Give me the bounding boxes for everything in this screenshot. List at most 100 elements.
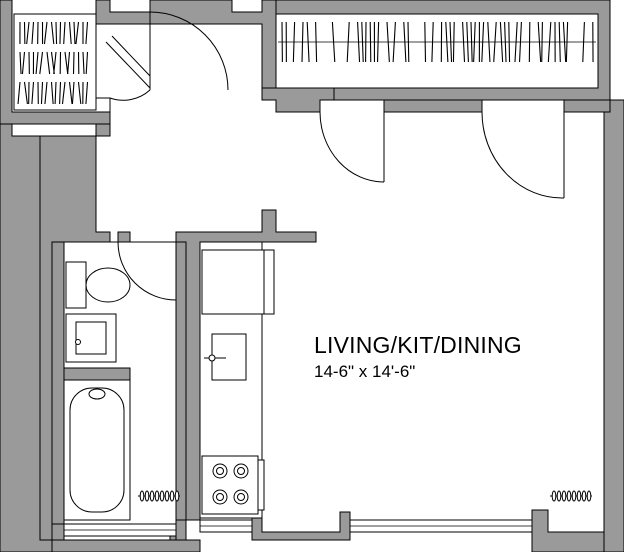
closet-door-leaf-2	[111, 35, 151, 77]
closet-hanger	[547, 21, 552, 63]
radiator-fin	[566, 490, 572, 502]
kitchen	[199, 241, 275, 519]
wall-bath-left	[51, 241, 65, 525]
radiator-fin	[139, 490, 145, 502]
room-name: LIVING/KIT/DINING	[314, 332, 522, 358]
closet-hanger	[306, 21, 310, 63]
closet-hanger	[582, 21, 585, 63]
kitchen-sink	[211, 333, 247, 381]
refrigerator-door	[263, 249, 275, 315]
closet-hanger	[357, 21, 361, 63]
closet-hanger	[31, 21, 35, 45]
closet-hanger	[292, 21, 296, 63]
entry-door-swing-lower	[109, 89, 151, 101]
closet-hanger	[369, 21, 372, 63]
bathtub-drain	[88, 388, 106, 400]
closet-hanger	[537, 21, 542, 63]
closet-hanger	[67, 51, 71, 75]
closet-hanger	[31, 81, 35, 105]
closet-hanger	[466, 21, 469, 63]
stove-panel	[257, 459, 265, 511]
doors	[105, 11, 565, 301]
closet-hanger	[508, 21, 511, 63]
closet-hanger	[44, 81, 48, 105]
wall-bath-lower	[63, 367, 131, 381]
bath-sink-basin	[75, 321, 107, 355]
closet-hanger	[68, 81, 73, 105]
closet-hanger	[39, 51, 44, 75]
radiator-fin	[581, 490, 587, 502]
closet-hanger	[85, 81, 89, 105]
radiator-fin	[561, 490, 567, 502]
closet-hanger	[407, 21, 410, 63]
closet-hanger	[487, 21, 491, 63]
closet-hanger	[54, 81, 57, 105]
radiator-fin	[556, 490, 562, 502]
burner-2-inner	[237, 467, 245, 475]
closet-hanger	[68, 21, 72, 45]
closet-hanger	[470, 21, 473, 63]
radiator-fin	[144, 490, 150, 502]
radiator-bath	[138, 490, 180, 502]
closet-hanger	[462, 21, 466, 63]
closet-hanger	[452, 21, 455, 63]
closet-hanger	[449, 21, 453, 63]
kitchen-sink-drain	[208, 354, 216, 362]
closet-hanger	[315, 21, 318, 63]
closet-hanger	[40, 81, 44, 105]
closet-door-b-swing	[481, 111, 565, 199]
closet-hanger	[26, 21, 30, 45]
room-dimensions: 14-6" x 14'-6"	[314, 362, 416, 381]
closet-hanger	[377, 21, 380, 63]
wall-top-inner-left	[261, 87, 335, 113]
closet-hanger	[63, 21, 66, 45]
radiator-fin	[576, 490, 582, 502]
bath-door-swing	[117, 241, 177, 301]
radiator-fin	[154, 490, 160, 502]
wall-bottom-left	[51, 523, 65, 541]
radiator-fin	[571, 490, 577, 502]
bathroom	[63, 261, 180, 521]
closet-hanger	[386, 21, 390, 63]
closet-hanger	[85, 21, 89, 45]
closet-hanger	[424, 21, 427, 63]
closet-hanger	[85, 51, 89, 75]
closet-hanger	[75, 21, 80, 45]
closet-hanger	[71, 81, 75, 105]
closet-door-a-swing	[319, 111, 385, 183]
closet-hanger	[19, 51, 22, 75]
closet-hanger	[445, 21, 449, 63]
closet-hanger	[50, 81, 54, 105]
wall-bottom-mid	[251, 511, 351, 541]
closet-hanger	[499, 21, 504, 63]
refrigerator	[201, 249, 265, 315]
closet-hanger	[50, 21, 55, 45]
burner-1-inner	[216, 467, 224, 475]
stove-burners	[212, 463, 249, 505]
radiator-fin	[159, 490, 165, 502]
radiator-fin	[174, 490, 180, 502]
closet-hanger	[403, 21, 407, 63]
closet-hanger	[541, 21, 543, 63]
radiator-fin	[551, 490, 557, 502]
closet-hanger	[53, 51, 57, 75]
closet-hanger	[35, 51, 39, 75]
closet-hanger	[73, 21, 76, 45]
burner-3-inner	[216, 493, 224, 501]
closet-hanger	[361, 21, 364, 63]
closet-hanger	[46, 51, 51, 75]
closet-hanger	[17, 81, 21, 105]
closet-hanger	[64, 51, 69, 75]
closet-hanger	[473, 21, 476, 63]
closet-top-box	[275, 13, 599, 89]
wall-top-inner-right	[563, 99, 611, 113]
bathtub-basin	[69, 387, 125, 513]
closet-hanger	[21, 51, 26, 75]
closet-hanger	[331, 21, 336, 63]
wall-bath-bottom-stub	[175, 519, 187, 541]
closet-hanger	[82, 51, 85, 75]
entry-door-swing	[149, 11, 229, 91]
radiator-fin	[169, 490, 175, 502]
closet-hanger	[558, 21, 561, 63]
